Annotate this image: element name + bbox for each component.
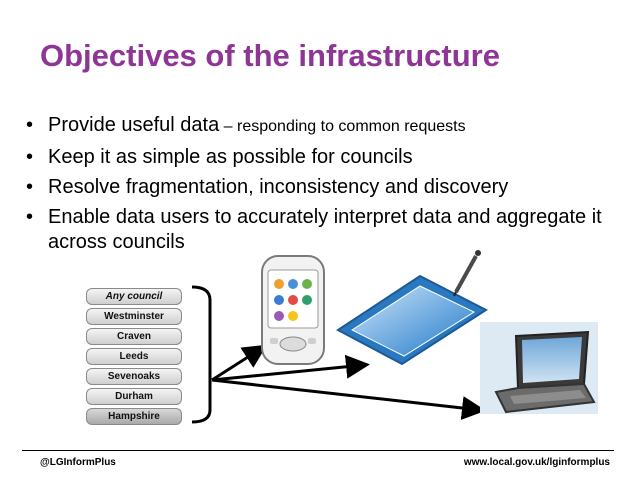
footer-url: www.local.gov.uk/lginformplus — [463, 457, 610, 468]
council-craven: Craven — [86, 328, 182, 345]
bullet-item: • Resolve fragmentation, inconsistency a… — [22, 172, 622, 202]
council-durham: Durham — [86, 388, 182, 405]
slide-title: Objectives of the infrastructure — [40, 38, 500, 73]
council-hampshire: Hampshire — [86, 408, 182, 425]
bullet-dot: • — [26, 176, 34, 198]
grouping-brace — [191, 285, 212, 424]
bullet-item: • Provide useful data – responding to co… — [22, 110, 622, 142]
bullet-subtext: – responding to common requests — [219, 118, 466, 135]
graphics-tablet-icon — [336, 250, 488, 366]
arrow-to-tablet — [211, 354, 370, 382]
bullet-item: • Enable data users to accurately interp… — [22, 205, 622, 255]
council-westminster: Westminster — [86, 308, 182, 325]
bullet-dot: • — [26, 114, 34, 136]
council-leeds: Leeds — [86, 348, 182, 365]
council-sevenoaks: Sevenoaks — [86, 368, 182, 385]
footer-divider — [22, 450, 614, 451]
bullet-dot: • — [26, 146, 34, 168]
footer-handle: @LGInformPlus — [40, 457, 116, 468]
bullet-text: Keep it as simple as possible for counci… — [48, 146, 413, 168]
laptop-icon — [480, 322, 598, 414]
arrow-to-phone — [211, 344, 268, 382]
bullet-text: Provide useful data — [48, 114, 220, 136]
council-stack: Any council Westminster Craven Leeds Sev… — [86, 288, 182, 428]
bullet-text: Resolve fragmentation, inconsistency and… — [48, 176, 509, 198]
bullet-text: Enable data users to accurately interpre… — [48, 206, 602, 253]
smartphone-icon — [261, 255, 325, 365]
council-any: Any council — [86, 288, 182, 305]
objectives-list: • Provide useful data – responding to co… — [22, 110, 622, 255]
bullet-dot: • — [26, 206, 34, 228]
bullet-item: • Keep it as simple as possible for coun… — [22, 142, 622, 172]
arrow-to-laptop — [211, 378, 486, 420]
